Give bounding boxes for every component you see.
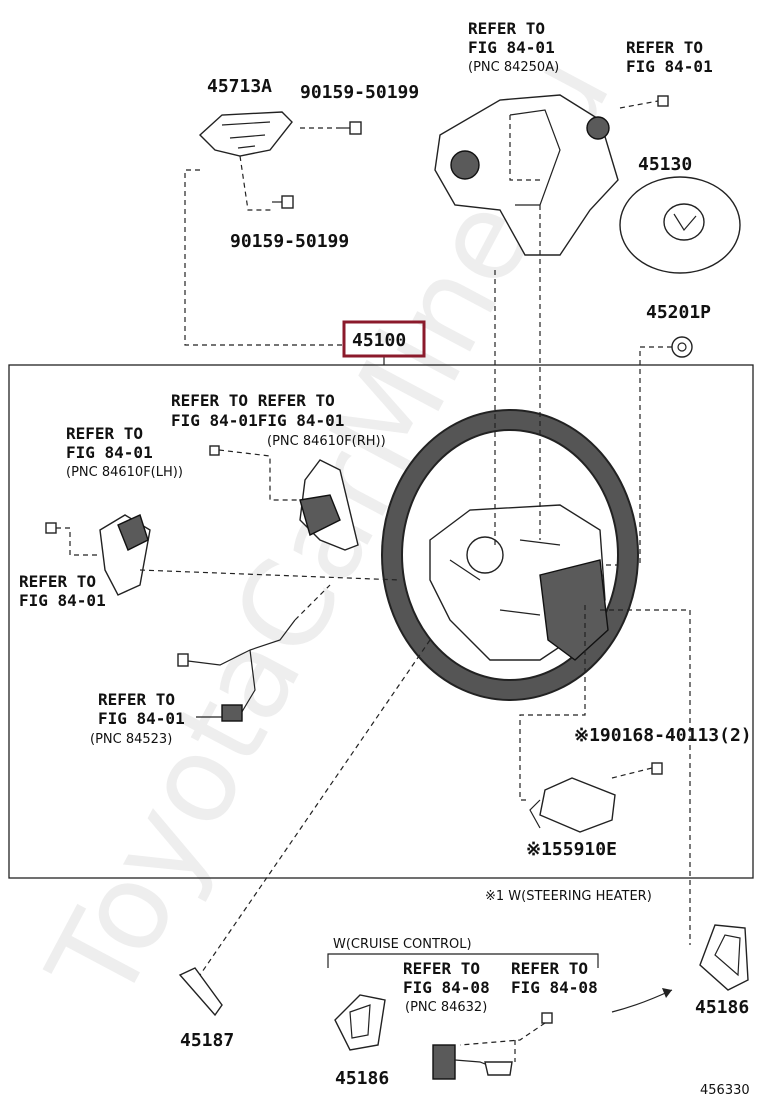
cover-45713A-drawing: [198, 111, 293, 157]
leader-45187: [199, 639, 431, 976]
ref-pnc-rh: (PNC 84610F(RH)): [267, 434, 386, 449]
note-steering-heater: ※1 W(STEERING HEATER): [485, 889, 652, 904]
ref-left-2[interactable]: FIG 84-01: [66, 443, 153, 462]
ref-top-center-pnc: (PNC 84250A): [468, 60, 559, 75]
ref-left-low-2[interactable]: FIG 84-01: [19, 591, 106, 610]
ref-top-center-2[interactable]: FIG 84-01: [468, 38, 555, 57]
ref-top-center-1: REFER TO: [468, 19, 545, 38]
nut-icon: [671, 336, 693, 358]
screw-icon-top-right: [657, 95, 669, 107]
part-45201P[interactable]: 45201P: [646, 302, 711, 323]
part-45713A[interactable]: 45713A: [207, 76, 272, 97]
part-45130[interactable]: 45130: [638, 154, 692, 175]
airbag-drawing: [619, 176, 741, 274]
leader-45713A: [184, 169, 344, 346]
ref-pnc-lh: (PNC 84610F(LH)): [66, 465, 183, 480]
figure-number: 456330: [700, 1083, 750, 1098]
screw-icon-mid: [209, 445, 220, 456]
screw-icon-cruise: [541, 1012, 553, 1024]
leader-45186-right: [600, 609, 691, 945]
assembly-frame: [8, 364, 754, 879]
trim-45187-drawing: [178, 967, 223, 1017]
ref-pnc-84632: (PNC 84632): [405, 1000, 487, 1015]
cruise-switch-drawing: [432, 1044, 513, 1080]
bolt-icon-top: [340, 121, 362, 135]
leader-paddle-rh: [218, 449, 300, 501]
leader-cruise: [459, 1022, 546, 1062]
part-45186-right[interactable]: 45186: [695, 997, 749, 1018]
leader-heater: [519, 605, 586, 801]
leader-paddle-lh: [139, 569, 401, 581]
cover-45186-right-drawing: [699, 924, 749, 991]
ref-cruise-2[interactable]: FIG 84-08: [403, 978, 490, 997]
part-90159-top[interactable]: 90159-50199: [300, 82, 419, 103]
wire-harness-drawing: [177, 619, 296, 722]
cruise-bracket: [327, 953, 599, 968]
ref-top-right-2[interactable]: FIG 84-01: [626, 57, 713, 76]
ref-mid-merged-1: REFER TO REFER TO: [171, 391, 335, 410]
part-45100[interactable]: 45100: [352, 330, 406, 351]
screw-icon-left: [45, 522, 57, 534]
leader-90159-bot: [239, 155, 272, 211]
ref-harness-1: REFER TO: [98, 690, 175, 709]
ref-cruise-r2[interactable]: FIG 84-08: [511, 978, 598, 997]
bolt-icon-bottom: [272, 195, 294, 209]
leader-left-screw: [56, 527, 100, 556]
ref-pnc-84523: (PNC 84523): [90, 732, 172, 747]
ref-cruise-1: REFER TO: [403, 959, 480, 978]
cover-45186-left-drawing: [334, 994, 386, 1051]
part-90168[interactable]: ※190168-40113(2): [574, 725, 752, 746]
paddle-lh-drawing: [99, 514, 151, 596]
heater-module-drawing: [529, 777, 616, 833]
leader-bezel: [509, 115, 540, 181]
ref-cruise-r1: REFER TO: [511, 959, 588, 978]
switch-bezel-drawing: [434, 94, 619, 256]
part-55910E[interactable]: ※155910E: [526, 839, 617, 860]
leader-screw-top-right: [619, 100, 659, 109]
highlight-box-45100: [342, 320, 426, 358]
ref-mid-merged-2[interactable]: FIG 84-01FIG 84-01: [171, 411, 344, 430]
paddle-rh-drawing: [299, 459, 359, 551]
screw-icon-heater: [651, 762, 663, 775]
ref-harness-2[interactable]: FIG 84-01: [98, 709, 185, 728]
leader-heater-screw: [611, 767, 653, 779]
ref-left-low-1: REFER TO: [19, 572, 96, 591]
part-90159-bottom[interactable]: 90159-50199: [230, 231, 349, 252]
part-45187[interactable]: 45187: [180, 1030, 234, 1051]
part-45186-left[interactable]: 45186: [335, 1068, 389, 1089]
arrow-icon: [611, 988, 673, 1013]
ref-left-1: REFER TO: [66, 424, 143, 443]
steering-wheel-drawing: [381, 409, 639, 701]
note-cruise-control: W(CRUISE CONTROL): [333, 937, 472, 952]
ref-top-right-1: REFER TO: [626, 38, 703, 57]
